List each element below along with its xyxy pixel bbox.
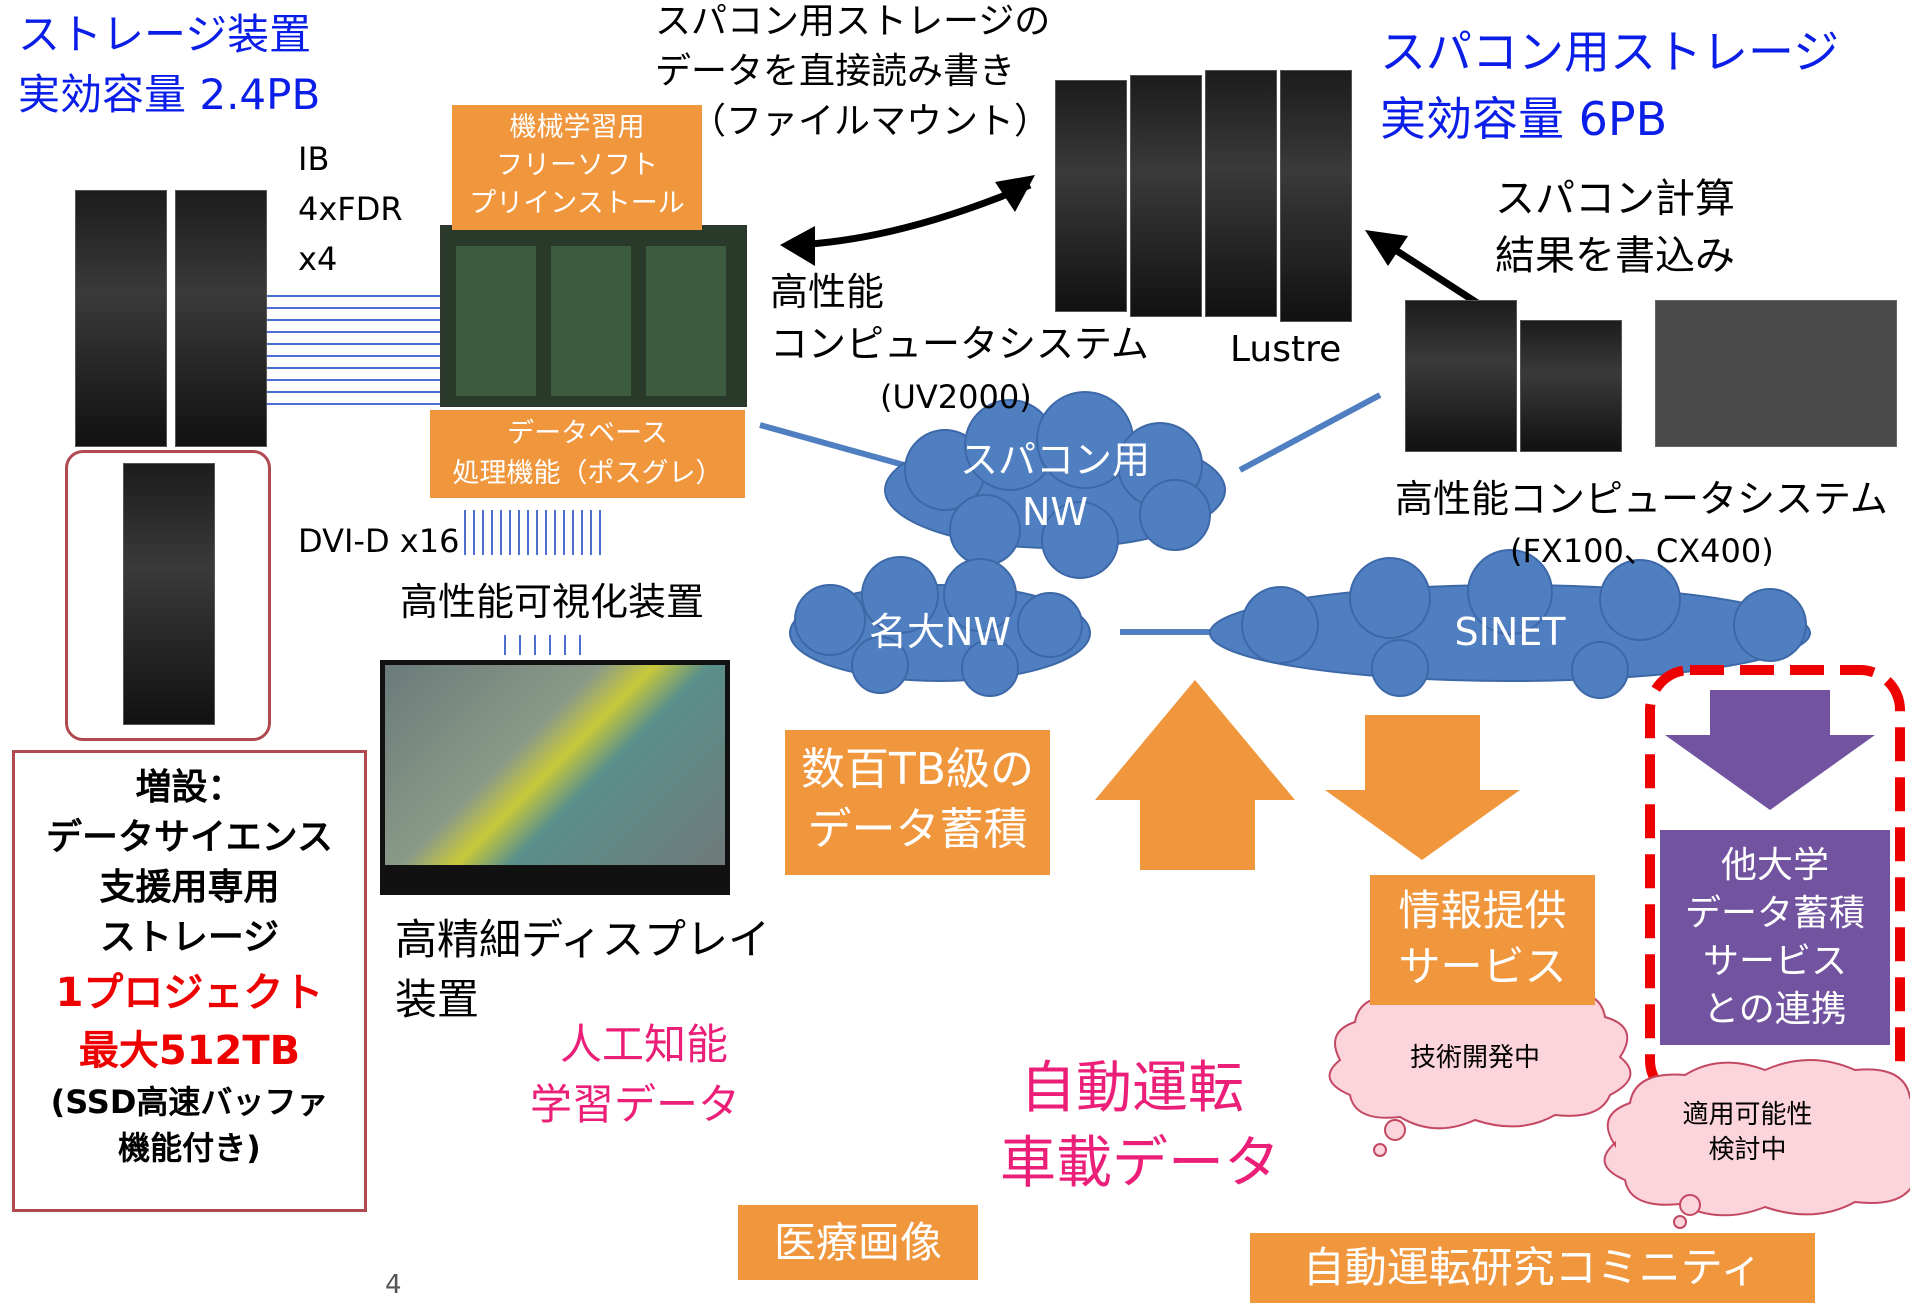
info-service-box: 情報提供 サービス	[1370, 875, 1595, 1005]
dvi-cables	[464, 510, 601, 655]
ml-box-line2: フリーソフト	[496, 150, 658, 181]
storage-left-capacity: 実効容量 2.4PB	[18, 70, 321, 119]
display-line1: 高精細ディスプレイ	[395, 915, 771, 964]
database-box: データベース 処理機能（ポスグレ）	[430, 410, 745, 498]
display-device-image	[380, 660, 730, 895]
ib-label-1: IB	[298, 140, 330, 178]
storage-rack-left-1	[75, 190, 167, 447]
medical-label: 医療画像	[773, 1218, 942, 1267]
apply-bubble-shape	[1603, 1059, 1910, 1229]
expansion-line1: 増設：	[135, 767, 244, 808]
community-label: 自動運転研究コミニティ	[1302, 1243, 1763, 1292]
write-result-line1: スパコン計算	[1495, 176, 1735, 222]
upload-arrow-shape	[1095, 680, 1295, 870]
display-screen	[385, 665, 725, 865]
cloud-super-line2: NW	[1022, 490, 1088, 534]
lustre-label: Lustre	[1230, 329, 1342, 370]
expansion-box: 増設： データサイエンス 支援用専用 ストレージ 1プロジェクト 最大512TB…	[12, 750, 367, 1212]
fx100-cx400-image	[1405, 300, 1905, 455]
display-line2: 装置	[395, 975, 480, 1024]
page-number: 4	[385, 1270, 402, 1300]
storage-rack-left-2	[175, 190, 267, 447]
expansion-storage-rack	[123, 463, 215, 725]
db-box-line2: 処理機能（ポスグレ）	[452, 458, 723, 489]
uv2000-rack-2	[551, 246, 631, 396]
other-univ-box: 他大学 データ蓄積 サービス との連携	[1660, 830, 1890, 1045]
ib-cables	[265, 295, 440, 405]
cloud-nagoya-label: 名大NW	[869, 610, 1011, 654]
other-univ-line4: との連携	[1703, 989, 1847, 1030]
hpc-uv-line2: コンピュータシステム	[770, 322, 1149, 366]
ml-software-box: 機械学習用 フリーソフト プリインストール	[452, 105, 702, 230]
expansion-line6: 最大512TB	[78, 1028, 301, 1074]
uv2000-rack-3	[646, 246, 726, 396]
other-univ-line1: 他大学	[1720, 845, 1829, 886]
ml-box-line1: 機械学習用	[509, 112, 645, 143]
autodrive-line1: 自動運転	[1020, 1056, 1244, 1121]
accumulate-box: 数百TB級の データ蓄積	[785, 730, 1050, 875]
ai-line1: 人工知能	[560, 1020, 729, 1069]
expansion-line7: (SSD高速バッファ	[50, 1083, 329, 1121]
ml-box-line3: プリインストール	[469, 188, 685, 219]
viz-label: 高性能可視化装置	[400, 580, 705, 624]
arrow-head-storage	[1365, 230, 1408, 266]
medical-box: 医療画像	[738, 1205, 978, 1280]
direct-rw-line2: データを直接読み書き	[655, 51, 1016, 92]
accumulate-line1: 数百TB級の	[800, 744, 1035, 795]
hpc-uv-line3: (UV2000)	[880, 378, 1032, 416]
apply-bubble-line1: 適用可能性	[1682, 1100, 1813, 1130]
direct-rw-line1: スパコン用ストレージの	[655, 1, 1051, 42]
autodrive-line2: 車載データ	[1000, 1131, 1280, 1196]
expansion-line4: ストレージ	[99, 917, 280, 958]
community-box: 自動運転研究コミニティ	[1250, 1233, 1815, 1303]
write-result-line2: 結果を書込み	[1495, 233, 1735, 279]
expansion-line8: 機能付き)	[118, 1129, 261, 1167]
other-univ-line3: サービス	[1702, 941, 1847, 982]
hpc-fx-line1: 高性能コンピュータシステム	[1395, 477, 1888, 521]
storage-right-title: スパコン用ストレージ	[1380, 25, 1840, 79]
storage-right-capacity: 実効容量 6PB	[1380, 92, 1668, 146]
dev-bubble-label: 技術開発中	[1409, 1043, 1540, 1073]
expansion-storage-frame	[65, 450, 271, 741]
uv2000-rack-1	[456, 246, 536, 396]
dev-bubble-shape	[1328, 981, 1632, 1157]
expansion-line2: データサイエンス	[46, 817, 333, 858]
ib-label-2: 4xFDR	[298, 190, 403, 228]
arrow-head-up	[995, 175, 1035, 212]
other-univ-line2: データ蓄積	[1684, 893, 1865, 934]
dvi-label: DVI-D x16	[298, 522, 460, 560]
info-service-line2: サービス	[1398, 942, 1567, 991]
arrow-head-left	[780, 226, 815, 266]
lustre-storage-image	[1055, 70, 1355, 330]
accumulate-line2: データ蓄積	[807, 804, 1028, 855]
cloud-super-line1: スパコン用	[959, 438, 1150, 482]
download-arrow-shape	[1325, 715, 1520, 860]
cloud-sinet-label: SINET	[1454, 610, 1566, 654]
cloud-supercomputer-nw	[884, 391, 1226, 579]
cloud-shapes	[789, 391, 1811, 699]
info-service-line1: 情報提供	[1398, 886, 1567, 935]
uv2000-server-image	[440, 225, 747, 407]
ib-label-3: x4	[298, 240, 338, 278]
expansion-line3: 支援用専用	[99, 867, 280, 908]
direct-rw-line3: （ファイルマウント）	[690, 101, 1051, 142]
db-box-line1: データベース	[507, 418, 668, 449]
purple-arrow-shape	[1665, 690, 1875, 810]
cloud-nagoya-nw	[789, 556, 1091, 697]
hpc-uv-line1: 高性能	[770, 270, 885, 314]
apply-bubble-line2: 検討中	[1708, 1135, 1787, 1165]
expansion-line5: 1プロジェクト	[55, 970, 324, 1016]
ai-line2: 学習データ	[530, 1080, 741, 1129]
storage-left-title: ストレージ装置	[18, 10, 312, 59]
cloud-sinet	[1209, 549, 1811, 699]
hpc-fx-line2: (FX100、CX400)	[1510, 532, 1774, 570]
